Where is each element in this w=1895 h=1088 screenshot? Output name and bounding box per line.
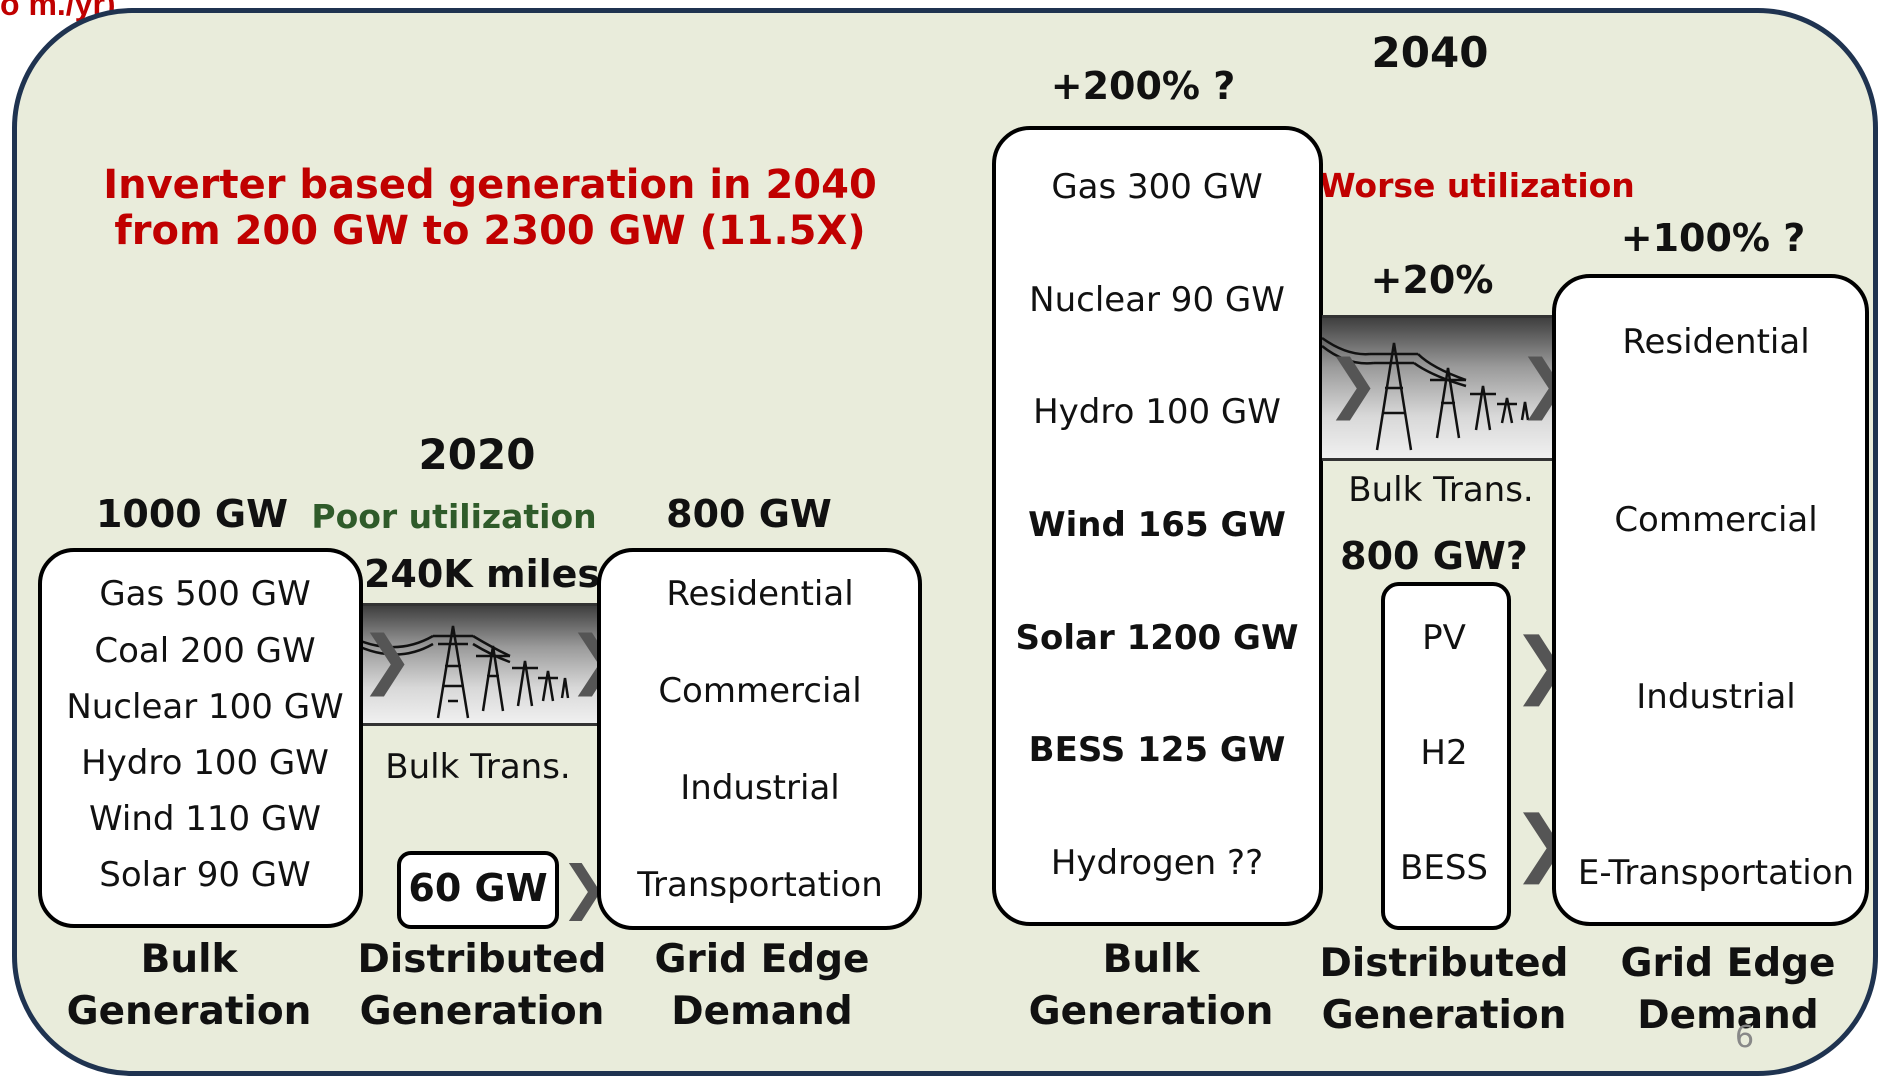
year-2040-label: 2040 (1371, 28, 1489, 77)
bulk-generation-box-2020 (38, 548, 363, 928)
demand-item-2040: Industrial (1636, 677, 1796, 717)
demand-item-2040: E-Transportation (1577, 853, 1855, 893)
transmission-towers-icon (358, 625, 570, 719)
chevron-right-icon: ❯ (1326, 347, 1380, 421)
transmission-towers-icon (1322, 336, 1530, 451)
footer-grid-edge-demand-2040: Grid Edge Demand (1620, 938, 1835, 1042)
footer-line: Generation (359, 989, 605, 1034)
year-2020-label: 2020 (418, 430, 536, 479)
transmission-band-2040: ❯ ❯ (1322, 315, 1554, 461)
distributed-item-2040: H2 (1420, 733, 1468, 773)
demand-box-2040 (1552, 274, 1869, 926)
bulk-item-2020: Nuclear 100 GW (66, 687, 344, 727)
bulk-trans-label-2040: Bulk Trans. (1348, 470, 1534, 510)
distributed-total-2040: 800 GW? (1340, 534, 1528, 578)
footer-line: Distributed (357, 937, 607, 982)
trans-change-2040: +20% (1370, 258, 1494, 302)
bulk-item-2040: Gas 300 GW (1051, 167, 1263, 207)
demand-item-2020: Residential (666, 574, 854, 614)
distributed-value-2020: 60 GW (408, 866, 548, 910)
footer-line: Demand (1637, 993, 1819, 1038)
footer-line: Bulk (1102, 937, 1200, 982)
footer-line: Generation (1028, 989, 1274, 1034)
chevron-right-icon: ❯ (568, 628, 598, 692)
bulk-item-2020: Gas 500 GW (99, 574, 311, 614)
demand-item-2040: Commercial (1614, 500, 1818, 540)
footer-line: Generation (66, 989, 312, 1034)
bulk-item-2020: Solar 90 GW (99, 855, 311, 895)
demand-change-2040: +100% ? (1620, 216, 1806, 260)
distributed-item-2040: BESS (1400, 848, 1488, 888)
bulk-item-2040: Wind 165 GW (1028, 505, 1286, 545)
transmission-band-2020: ❯ ❯ (358, 603, 598, 726)
bulk-item-2040: Nuclear 90 GW (1029, 280, 1285, 320)
bulk-item-2040: Hydro 100 GW (1033, 392, 1281, 432)
demand-box-2020 (597, 548, 922, 930)
bulk-generation-box-2040 (992, 126, 1323, 926)
bulk-total-2020: 1000 GW (95, 492, 289, 536)
bulk-item-2040: Hydrogen ?? (1050, 843, 1264, 883)
bulk-item-2020: Hydro 100 GW (81, 743, 329, 783)
distributed-generation-box-2020 (397, 851, 559, 929)
bulk-item-2040: BESS 125 GW (1028, 730, 1286, 770)
page-number: 6 (1735, 1020, 1755, 1055)
footer-line: Bulk (140, 937, 238, 982)
headline-line-1: Inverter based generation in 2040 (103, 162, 877, 208)
bulk-change-2040: +200% ? (1050, 64, 1236, 108)
footer-line: Grid Edge (654, 937, 870, 982)
transmission-miles-2020: 240K miles (363, 552, 601, 596)
demand-item-2020: Transportation (637, 865, 883, 905)
headline-line-2: from 200 GW to 2300 GW (11.5X) (114, 208, 866, 254)
bulk-item-2040: Solar 1200 GW (1015, 618, 1299, 658)
demand-total-2020: 800 GW (666, 492, 832, 536)
chevron-right-icon: ❯ (1518, 352, 1554, 416)
bulk-item-2020: Wind 110 GW (89, 799, 321, 839)
footer-distributed-generation-2040: Distributed Generation (1320, 938, 1569, 1042)
footer-line: Demand (671, 989, 853, 1034)
footer-line: Grid Edge (1620, 941, 1836, 986)
demand-item-2020: Industrial (680, 768, 840, 808)
footer-line: Distributed (1319, 941, 1569, 986)
footer-distributed-generation-2020: Distributed Generation (358, 934, 607, 1038)
footer-line: Generation (1321, 993, 1567, 1038)
bulk-trans-label-2020: Bulk Trans. (385, 747, 571, 787)
chevron-right-icon: ❯ (360, 623, 414, 697)
demand-item-2040: Residential (1622, 322, 1810, 362)
distributed-generation-box-2040 (1381, 582, 1511, 930)
footer-bulk-generation-2020: Bulk Generation (67, 934, 312, 1038)
utilization-2040: Worse utilization (1319, 166, 1635, 205)
bulk-item-2020: Coal 200 GW (94, 631, 316, 671)
footer-bulk-generation-2040: Bulk Generation (1029, 934, 1274, 1038)
distributed-item-2040: PV (1422, 618, 1466, 658)
utilization-2020: Poor utilization (311, 497, 597, 536)
demand-item-2020: Commercial (658, 671, 862, 711)
headline: Inverter based generation in 2040 from 2… (103, 162, 877, 254)
footer-grid-edge-demand-2020: Grid Edge Demand (654, 934, 869, 1038)
